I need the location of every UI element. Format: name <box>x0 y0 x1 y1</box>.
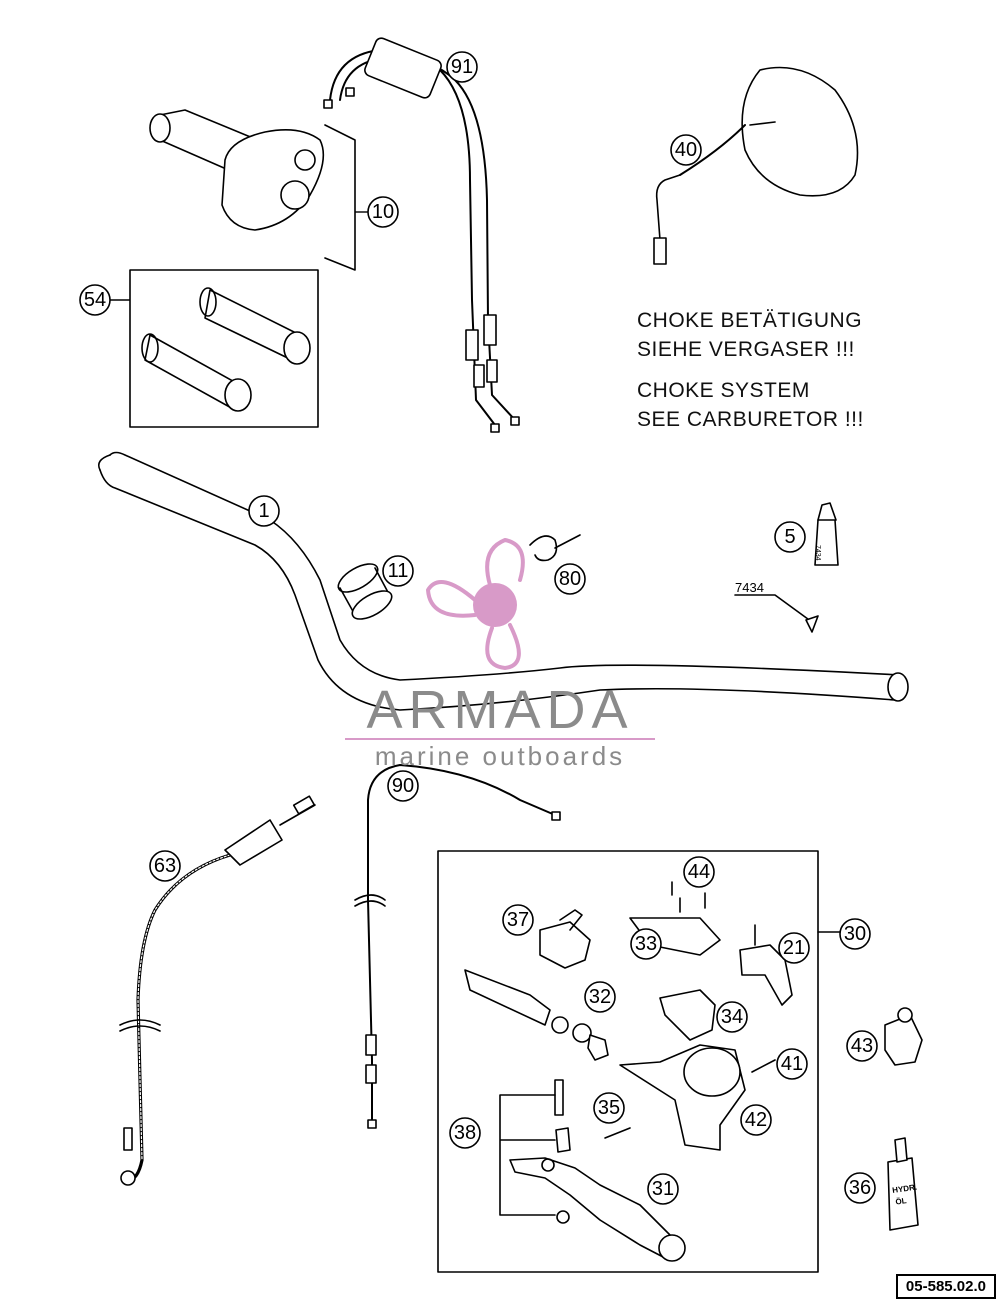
callout-80: 80 <box>559 568 581 590</box>
callout-38: 38 <box>454 1122 476 1144</box>
brake-assembly-30 <box>437 850 841 1273</box>
handlebar-1 <box>97 451 909 711</box>
callout-11: 11 <box>388 560 409 582</box>
note-line: SIEHE VERGASER !!! <box>637 338 855 361</box>
note-line: CHOKE SYSTEM <box>637 379 810 402</box>
diagram-code: 05-585.02.0 <box>895 1274 996 1299</box>
callout-33: 33 <box>635 933 657 955</box>
callout-35: 35 <box>598 1097 620 1119</box>
brake-line-63 <box>119 795 316 1186</box>
callout-36: 36 <box>849 1177 871 1199</box>
vial-label: 7434 <box>814 545 821 561</box>
note-line: CHOKE BETÄTIGUNG <box>637 309 863 332</box>
callout-1: 1 <box>258 500 269 522</box>
part-number-7434: 7434 <box>735 580 764 595</box>
clamp-43 <box>884 1007 923 1066</box>
throttle-cables-91 <box>323 37 520 433</box>
rubber-bellow-11 <box>337 563 393 620</box>
throttle-grip-10 <box>149 109 356 271</box>
callout-30: 30 <box>844 923 866 945</box>
callout-circles <box>79 51 878 1205</box>
watermark-name: ARMADA <box>366 680 634 740</box>
callout-37: 37 <box>507 909 529 931</box>
mirror-40 <box>653 66 859 265</box>
callout-5: 5 <box>784 526 795 548</box>
callout-31: 31 <box>652 1178 674 1200</box>
callout-10: 10 <box>372 201 394 223</box>
hydraulic-oil-36 <box>887 1137 919 1231</box>
callout-42: 42 <box>745 1109 767 1131</box>
callout-54: 54 <box>84 289 106 311</box>
choke-note-en: CHOKE SYSTEM SEE CARBURETOR !!! <box>637 376 864 434</box>
part-7434 <box>734 502 839 633</box>
callout-34: 34 <box>721 1006 743 1028</box>
oil-label-line2: ÖL <box>895 1196 907 1206</box>
callout-40: 40 <box>675 139 697 161</box>
watermark-tagline: marine outboards <box>345 738 655 770</box>
callout-21: 21 <box>783 937 805 959</box>
callout-41: 41 <box>781 1053 803 1075</box>
callout-43: 43 <box>851 1035 873 1057</box>
watermark: ARMADA marine outboards <box>345 682 655 770</box>
callout-63: 63 <box>154 855 176 877</box>
callout-91: 91 <box>451 56 473 78</box>
watermark-propeller-icon <box>426 538 525 670</box>
clutch-cable-90 <box>354 764 561 1129</box>
callout-32: 32 <box>589 986 611 1008</box>
choke-note-de: CHOKE BETÄTIGUNG SIEHE VERGASER !!! <box>637 306 862 364</box>
grip-set-54 <box>129 269 319 428</box>
note-line: SEE CARBURETOR !!! <box>637 408 864 431</box>
callout-90: 90 <box>392 775 414 797</box>
cable-tie-80 <box>529 534 581 562</box>
callout-44: 44 <box>688 861 710 883</box>
oil-label-line1: HYDR. <box>892 1183 918 1195</box>
